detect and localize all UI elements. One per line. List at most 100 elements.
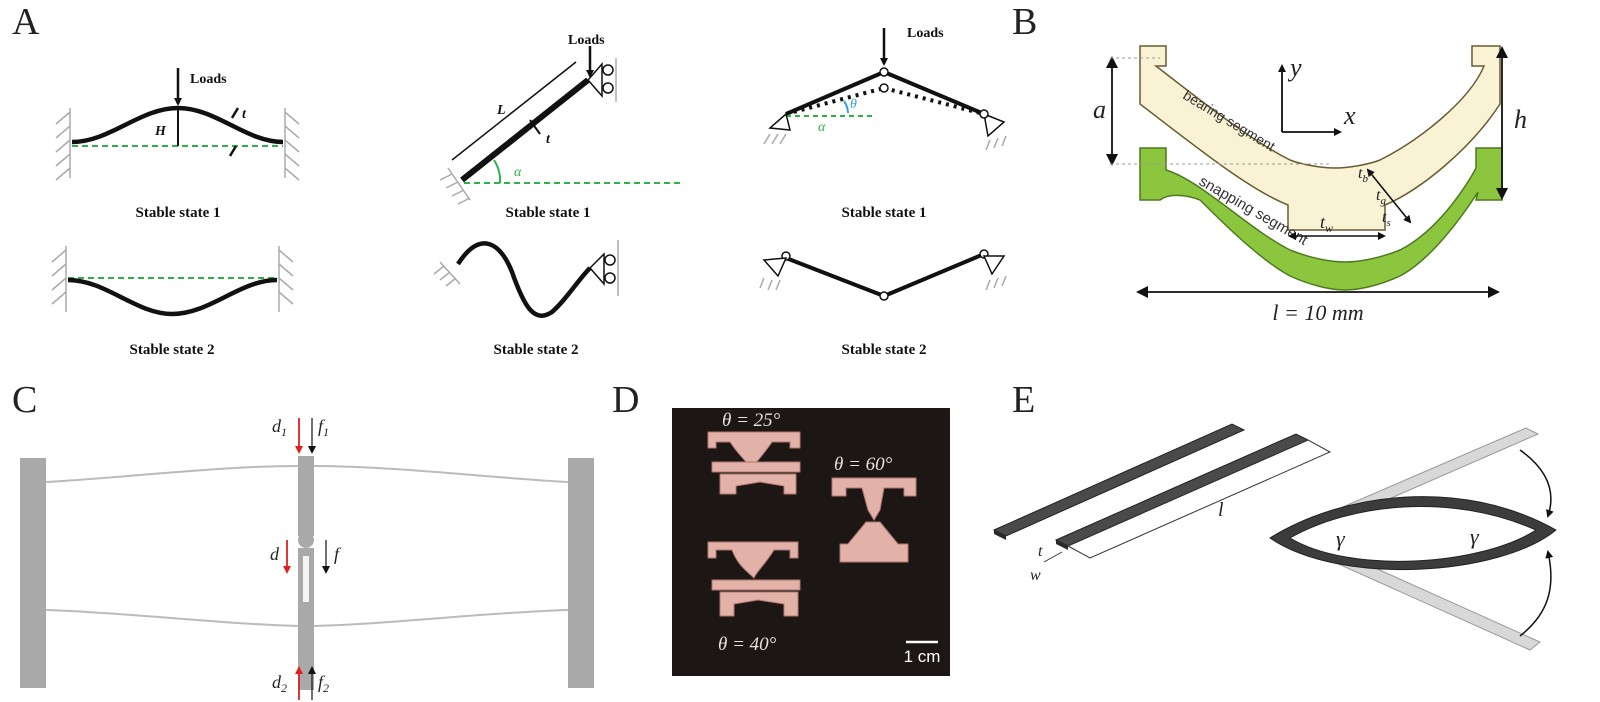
ts-label: ts [1382, 209, 1391, 229]
top-beam-right [313, 465, 569, 483]
inclined-beam [460, 77, 590, 183]
pin-support-right [979, 109, 1007, 151]
loads-label: Loads [190, 72, 227, 87]
panel-a-label: A [12, 1, 40, 43]
truss-dotted-right [883, 86, 985, 116]
f-label: f [334, 544, 342, 564]
strip-left-edge [994, 530, 1006, 540]
truss-left-member [785, 70, 885, 116]
length-dim-line [451, 61, 577, 161]
loads-label-col2: Loads [568, 33, 605, 48]
right-rigid-block [568, 458, 594, 688]
thickness-label-e: t [1038, 543, 1043, 560]
left-clamp-support [55, 108, 71, 181]
inner-slot [303, 556, 309, 602]
width-label-e: w [1030, 567, 1041, 584]
thickness-mark [529, 119, 541, 135]
specimen-40 [707, 541, 801, 617]
inclined-clamp-support-2 [433, 261, 461, 287]
gamma-right-label: γ [1470, 524, 1480, 549]
theta-arc-col3 [843, 100, 849, 114]
panel-a: A Loads H t Stable stat [12, 1, 1007, 358]
panel-d: D θ = 25° θ = 40° θ = 60° 1 cm [612, 379, 950, 676]
curved-beam-state1 [71, 105, 284, 145]
bottom-beam-left [45, 609, 299, 627]
theta-60-label: θ = 60° [834, 454, 893, 475]
length-label-b: l = 10 mm [1272, 300, 1363, 325]
left-rigid-block [20, 458, 46, 688]
hinge-state2-mid [879, 291, 889, 301]
buckled-beam [456, 241, 592, 318]
truss-state2-right [883, 252, 985, 298]
caption-col1-state1: Stable state 1 [136, 205, 221, 221]
length-label-e: l [1218, 499, 1224, 521]
roller-support-2 [588, 240, 619, 296]
d2-label: d2 [272, 672, 287, 695]
thickness-tick-top [230, 107, 240, 119]
pin-support-left-2 [759, 257, 788, 291]
thickness-label-2: t [546, 132, 551, 147]
panel-a-col3: Loads θ α Stable state 1 [759, 26, 1007, 358]
width-dim-line [1043, 551, 1063, 563]
shuttle-notch [298, 532, 314, 548]
lower-hinge [879, 83, 889, 93]
height-label: H [154, 124, 167, 139]
truss-state2-left [785, 256, 885, 298]
left-clamp-support-2 [51, 246, 67, 312]
d1-label: d1 [272, 416, 287, 439]
panel-e: E l t w γ γ [992, 379, 1557, 651]
curved-arrow-top [1519, 449, 1554, 518]
pin-support-left [763, 112, 791, 145]
bottom-beam-right [313, 609, 569, 627]
apex-hinge [879, 67, 889, 77]
lower-shuttle [298, 548, 314, 690]
caption-col2-state2: Stable state 2 [494, 342, 579, 358]
panel-e-label: E [1012, 379, 1035, 421]
tb-label: tb [1358, 165, 1368, 185]
alpha-arc [493, 159, 502, 184]
theta-40-label: θ = 40° [718, 634, 777, 655]
snapping-segment-shape [1139, 147, 1503, 291]
strip-right-edge [1056, 540, 1068, 550]
a-label: a [1093, 95, 1106, 124]
h-label: h [1514, 105, 1527, 134]
panel-a-col1: Loads H t Stable state 1 Stable state 2 [51, 68, 300, 358]
panel-c: C d1 f1 d f d2 f2 [12, 379, 594, 700]
panel-b: B bearing segment snapping segment y x a… [1012, 1, 1527, 325]
length-guide-box [1066, 439, 1332, 559]
roller-support [587, 58, 617, 102]
d-label: d [270, 544, 280, 564]
caption-col1-state2: Stable state 2 [130, 342, 215, 358]
upper-shuttle [298, 456, 314, 536]
thickness-label: t [242, 107, 247, 122]
length-label: L [496, 103, 506, 118]
right-clamp-support-2 [278, 246, 294, 312]
top-beam-left [45, 465, 299, 483]
curved-beam-state2 [67, 277, 278, 317]
alpha-label-col3: α [818, 120, 826, 135]
panel-c-label: C [12, 379, 37, 421]
caption-col2-state1: Stable state 1 [506, 205, 591, 221]
f1-label: f1 [318, 416, 329, 439]
lens-inner [1289, 506, 1538, 562]
theta-25-label: θ = 25° [722, 410, 781, 431]
caption-col3-state1: Stable state 1 [842, 205, 927, 221]
pin-support-right-2 [982, 255, 1007, 291]
thickness-tick-bottom [228, 145, 238, 157]
truss-dotted-left [785, 86, 885, 116]
thickness-dim-line [1366, 168, 1412, 224]
specimen-60 [831, 477, 917, 563]
bearing-segment-shape [1139, 45, 1501, 231]
f2-label: f2 [318, 672, 329, 695]
inclined-clamp-support [439, 167, 471, 205]
panel-a-col2: L t α Loads Stable state 1 [433, 33, 680, 358]
gamma-left-label: γ [1336, 526, 1346, 551]
right-clamp-support [284, 108, 300, 181]
x-axis-label: x [1343, 101, 1356, 130]
panel-b-label: B [1012, 1, 1037, 43]
alpha-label-col2: α [514, 165, 522, 180]
loads-label-col3: Loads [907, 26, 944, 41]
panel-d-label: D [612, 379, 639, 421]
theta-label-col3: θ [850, 97, 857, 112]
